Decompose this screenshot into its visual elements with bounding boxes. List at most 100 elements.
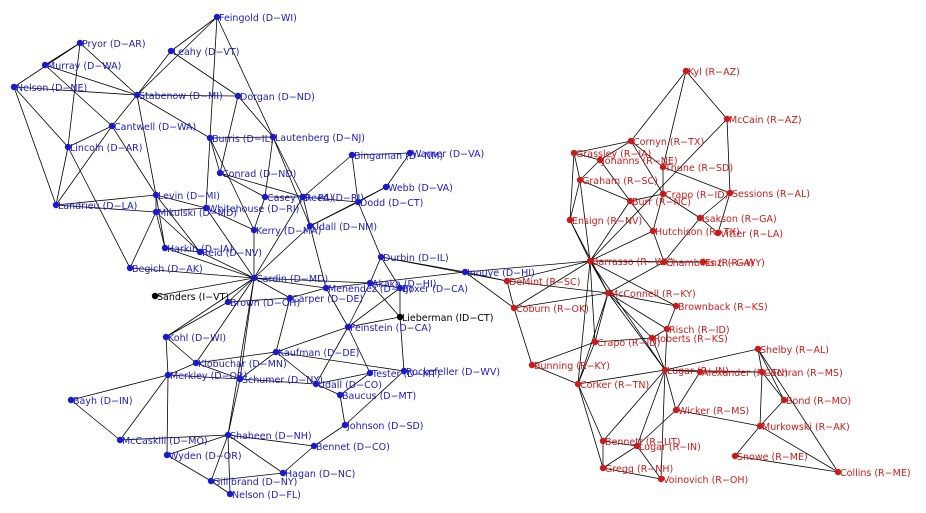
edge-corker-lugar — [577, 369, 666, 385]
edge-burr-barrasso — [589, 200, 631, 262]
node-label-stabenow: Stabenow (D−MI) — [139, 91, 223, 102]
edge-leahy-dorgan — [170, 50, 239, 97]
node-label-hutchison: Hutchison (R−TX) — [655, 227, 740, 238]
node-menendez — [322, 284, 330, 292]
node-akaka — [366, 279, 374, 287]
node-durbin — [377, 253, 385, 261]
node-ensign — [566, 216, 574, 224]
edge-chambliss-mcconnell — [607, 261, 665, 294]
edge-schumer-udall_co — [239, 378, 317, 385]
edge-crapo-isakson — [662, 193, 701, 219]
edge-feinstein-lieberman — [347, 316, 401, 328]
edge-cornyn-crapo — [630, 140, 664, 195]
node-label-reed: Reed (D−RI) — [305, 193, 364, 204]
edge-brownback-risch — [666, 305, 677, 330]
node-label-roberts: Roberts (R−KS) — [654, 334, 728, 345]
node-inouye — [461, 268, 469, 276]
node-label-carper: Carper (D−DE) — [292, 294, 363, 305]
edge-barrasso-corker — [577, 260, 591, 385]
edge-sessions-vitter — [717, 192, 731, 234]
node-label-cornyn: Cornyn (R−TX) — [633, 137, 704, 148]
edge-murray-cantwell — [44, 64, 113, 127]
node-label-coburn: Coburn (R−OK) — [516, 304, 589, 315]
node-dorgan — [234, 92, 242, 100]
node-brownback — [672, 302, 680, 310]
node-label-wyden: Wyden (D−OR) — [169, 451, 242, 462]
node-label-burris: Burris (D−IL) — [212, 134, 274, 145]
node-label-gregg: Gregg (R−NH) — [605, 464, 673, 475]
edge-barrasso-lugar — [589, 260, 666, 371]
node-label-chambliss: Chambliss (R−GA) — [666, 258, 754, 269]
edge-klobuchar-schumer — [195, 362, 241, 380]
edge-burr-hutchison — [629, 200, 654, 232]
node-cochran — [758, 368, 766, 376]
node-kerry — [250, 226, 258, 234]
edge-demint-coburn — [506, 280, 515, 309]
node-label-kyl: Kyl (R−AZ) — [688, 67, 740, 78]
node-collins — [834, 468, 842, 476]
edge-udall_co-tester — [315, 372, 371, 385]
node-label-lieberman: Lieberman (ID−CT) — [402, 313, 493, 324]
edge-kaufman-rockefeller — [275, 351, 405, 372]
edge-kaufman-udall_co — [275, 351, 317, 385]
edge-bennet-johnson — [313, 424, 346, 447]
edge-cardin-brown — [227, 277, 255, 303]
edge-isakson-vitter — [699, 217, 719, 234]
edge-harkin-cardin — [164, 247, 255, 279]
node-label-shaheen: Shaheen (D−NH) — [230, 431, 312, 442]
edge-dorgan-lautenberg — [237, 95, 274, 138]
edge-hagan-bennet — [282, 445, 315, 474]
edge-burris-kerry — [209, 137, 255, 231]
node-label-bunning: Bunning (R−KY) — [534, 361, 610, 372]
edge-brown-kohl — [165, 301, 229, 338]
node-label-sessions: Sessions (R−AL) — [732, 189, 810, 200]
edge-shaheen-gillibrand — [210, 434, 229, 482]
edge-menendez-feinstein — [325, 287, 349, 328]
edge-schumer-shaheen — [227, 378, 241, 436]
node-label-brownback: Brownback (R−KS) — [678, 302, 768, 313]
edge-cantwell-lincoln — [67, 125, 113, 148]
edge-ensign-mcconnell — [569, 219, 609, 294]
node-bunning — [528, 361, 536, 369]
edge-barrasso-mcconnell — [589, 260, 609, 294]
node-label-nelson_fl: Nelson (D−FL) — [232, 490, 301, 501]
node-demint — [503, 277, 511, 285]
node-label-rockefeller: Rockefeller (D−WV) — [406, 367, 500, 378]
edge-mccain-barrasso — [589, 118, 728, 262]
node-label-webb: Webb (D−VA) — [388, 183, 453, 194]
node-rockefeller — [400, 367, 408, 375]
node-tester — [366, 369, 374, 377]
edge-nelson_ne-stabenow — [13, 86, 138, 96]
node-label-cantwell: Cantwell (D−WA) — [114, 122, 196, 133]
node-label-mikulski: Mikulski (D−MD) — [158, 208, 237, 219]
edge-menendez-carper — [289, 287, 327, 299]
node-snowe — [731, 452, 739, 460]
edge-bingaman-reed — [302, 154, 353, 198]
node-harkin — [161, 244, 169, 252]
edge-rockefeller-johnson — [344, 370, 405, 426]
node-bennet — [310, 442, 318, 450]
node-cantwell — [108, 122, 116, 130]
node-label-barrasso: Barrasso (R−WY) — [592, 257, 674, 268]
node-label-cochran: Cochran (R−MS) — [764, 368, 843, 379]
node-burris — [206, 134, 214, 142]
edge-risch-lugar — [664, 328, 668, 371]
node-label-udall: Udall (D−NM) — [312, 222, 377, 233]
node-mccaskill — [116, 436, 124, 444]
node-label-harkin: Harkin (D−IA) — [167, 244, 233, 255]
node-sanders — [151, 292, 159, 300]
edge-shelby-collins — [757, 348, 839, 473]
node-label-tester: Tester (D−MT) — [371, 369, 440, 380]
edge-snowe-collins — [734, 455, 839, 473]
edge-shaheen-hagan — [227, 434, 284, 474]
node-kyl — [682, 67, 690, 75]
edge-kyl-mccain — [685, 70, 728, 120]
edge-feinstein-udall_co — [315, 326, 349, 385]
node-label-lugar2: Lugar (R−IN) — [639, 442, 701, 453]
edge-durbin-boxer — [380, 256, 401, 289]
edge-cantwell-levin — [111, 125, 157, 196]
node-label-levin: Levin (D−MI) — [158, 191, 220, 202]
node-isakson — [696, 214, 704, 222]
node-label-nelson_ne: Nelson (D−NE) — [16, 83, 87, 94]
node-label-grassley: Grassley (R−IA) — [576, 149, 651, 160]
